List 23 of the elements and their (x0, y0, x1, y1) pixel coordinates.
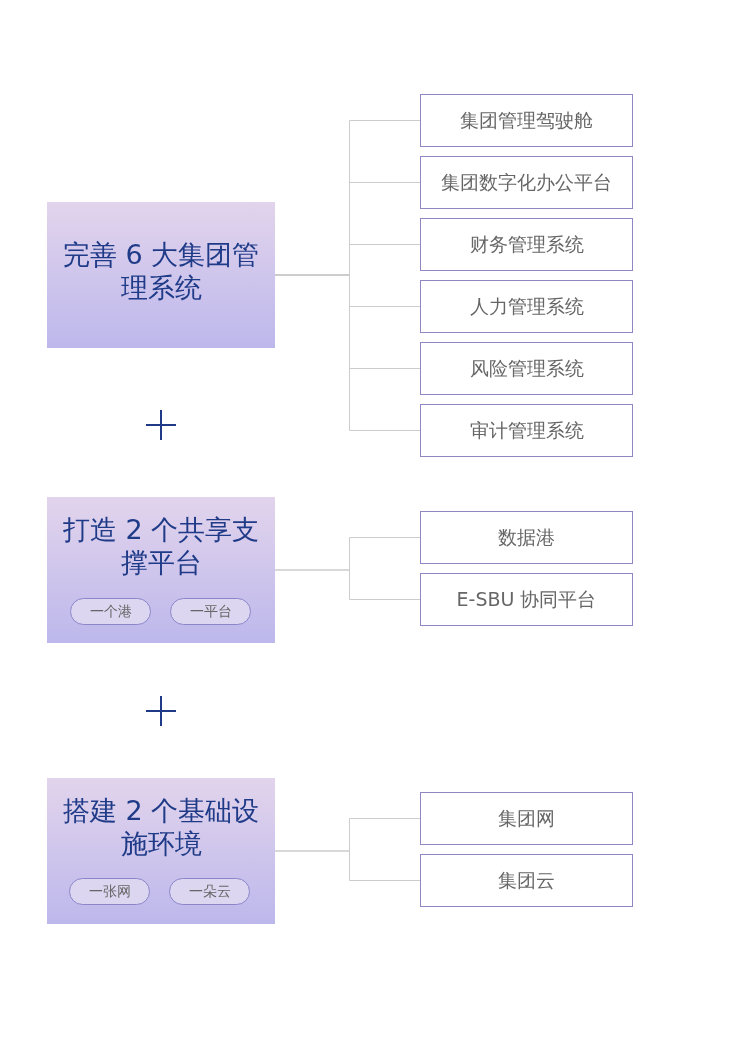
tag-pill: 一个港 (70, 598, 151, 625)
tag-pill: 一朵云 (169, 878, 250, 905)
heading-text: 完善 6 大集团管理系统 (61, 238, 261, 304)
category-box (47, 497, 275, 643)
connector-line (274, 274, 421, 431)
connector-line (274, 850, 421, 881)
category-box (47, 202, 275, 348)
tag-pill: 一张网 (69, 878, 150, 905)
category-box (47, 778, 275, 924)
heading-text: 搭建 2 个基础设施环境 (61, 794, 261, 860)
item-box: 集团云 (420, 854, 633, 907)
item-box: 风险管理系统 (420, 342, 633, 395)
item-box: 数据港 (420, 511, 633, 564)
heading-text: 打造 2 个共享支撑平台 (61, 513, 261, 579)
item-box: 审计管理系统 (420, 404, 633, 457)
tag-pill: 一平台 (170, 598, 251, 625)
item-box: 集团管理驾驶舱 (420, 94, 633, 147)
item-box: 集团数字化办公平台 (420, 156, 633, 209)
item-box: E-SBU 协同平台 (420, 573, 633, 626)
item-box: 人力管理系统 (420, 280, 633, 333)
item-box: 财务管理系统 (420, 218, 633, 271)
connector-line (274, 569, 421, 600)
item-box: 集团网 (420, 792, 633, 845)
